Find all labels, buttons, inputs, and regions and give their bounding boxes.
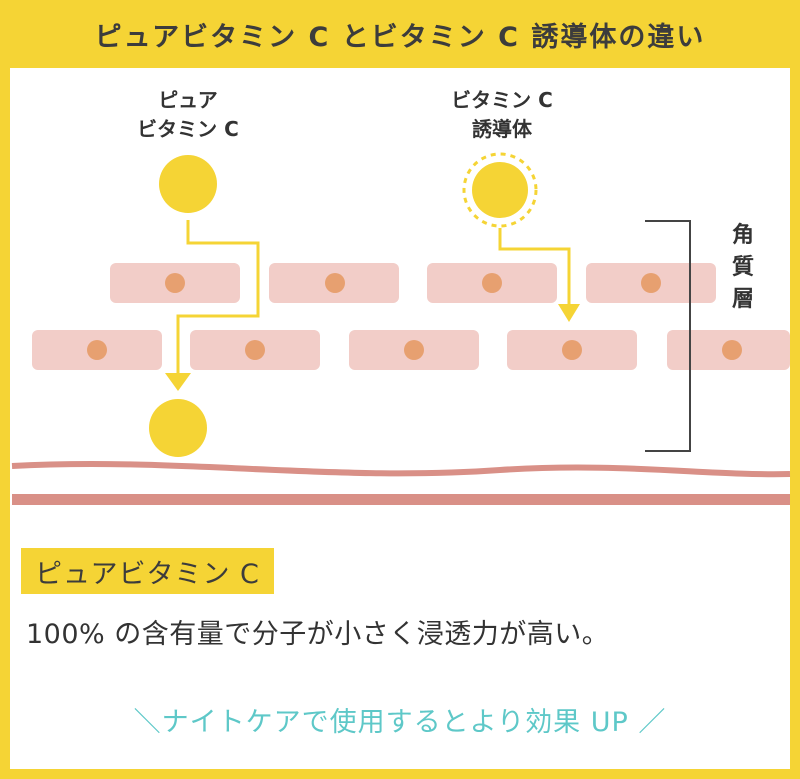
pure-vitamin-c-path-arrow — [176, 220, 260, 373]
cell-nucleus — [404, 340, 424, 360]
stratum-label-char-2: 質 — [732, 255, 754, 280]
header-banner: ピュアビタミン C とビタミン C 誘導体の違い — [0, 0, 800, 68]
stratum-label-char-1: 角 — [732, 222, 754, 248]
caption-description: 100% の含有量で分子が小さく浸透力が高い。 — [26, 619, 610, 650]
derivative-label-line1: ビタミン C — [451, 88, 553, 112]
stratum-corneum-bracket — [645, 220, 691, 452]
cell-nucleus — [165, 273, 185, 293]
stratum-label-char-3: 層 — [732, 287, 754, 312]
skin-wave-line — [11, 461, 791, 478]
derivative-path-arrow — [498, 228, 571, 304]
pure-vitamin-c-label-line1: ピュア — [158, 88, 218, 112]
cell-nucleus — [87, 340, 107, 360]
skin-penetration-diagram: ピュア ビタミン C ビタミン C 誘導体 — [11, 88, 791, 505]
derivative-molecule — [472, 162, 528, 218]
pure-vitamin-c-molecule — [159, 155, 217, 213]
cell-nucleus — [482, 273, 502, 293]
caption-badge-label: ピュアビタミン C — [35, 558, 260, 590]
derivative-outer-shell — [462, 152, 538, 228]
derivative-arrowhead — [558, 304, 580, 322]
cell-nucleus — [562, 340, 582, 360]
content-panel — [10, 68, 790, 769]
absorbed-vitamin-c-molecule — [149, 399, 207, 457]
caption-badge: ピュアビタミン C — [21, 548, 274, 594]
skin-base-line — [12, 494, 790, 505]
stratum-cells-row-2 — [32, 330, 790, 370]
pure-vitamin-c-label-line2: ビタミン C — [137, 117, 239, 141]
cell-nucleus — [641, 273, 661, 293]
promo-text: ＼ナイトケアで使用するとより効果 UP ／ — [133, 707, 667, 738]
cell-nucleus — [722, 340, 742, 360]
header-title: ピュアビタミン C とビタミン C 誘導体の違い — [94, 21, 706, 53]
cell-nucleus — [325, 273, 345, 293]
cell-nucleus — [245, 340, 265, 360]
stratum-cells-row-1 — [110, 263, 716, 303]
derivative-label-line2: 誘導体 — [472, 117, 533, 141]
pure-vitamin-c-arrowhead — [165, 373, 191, 391]
